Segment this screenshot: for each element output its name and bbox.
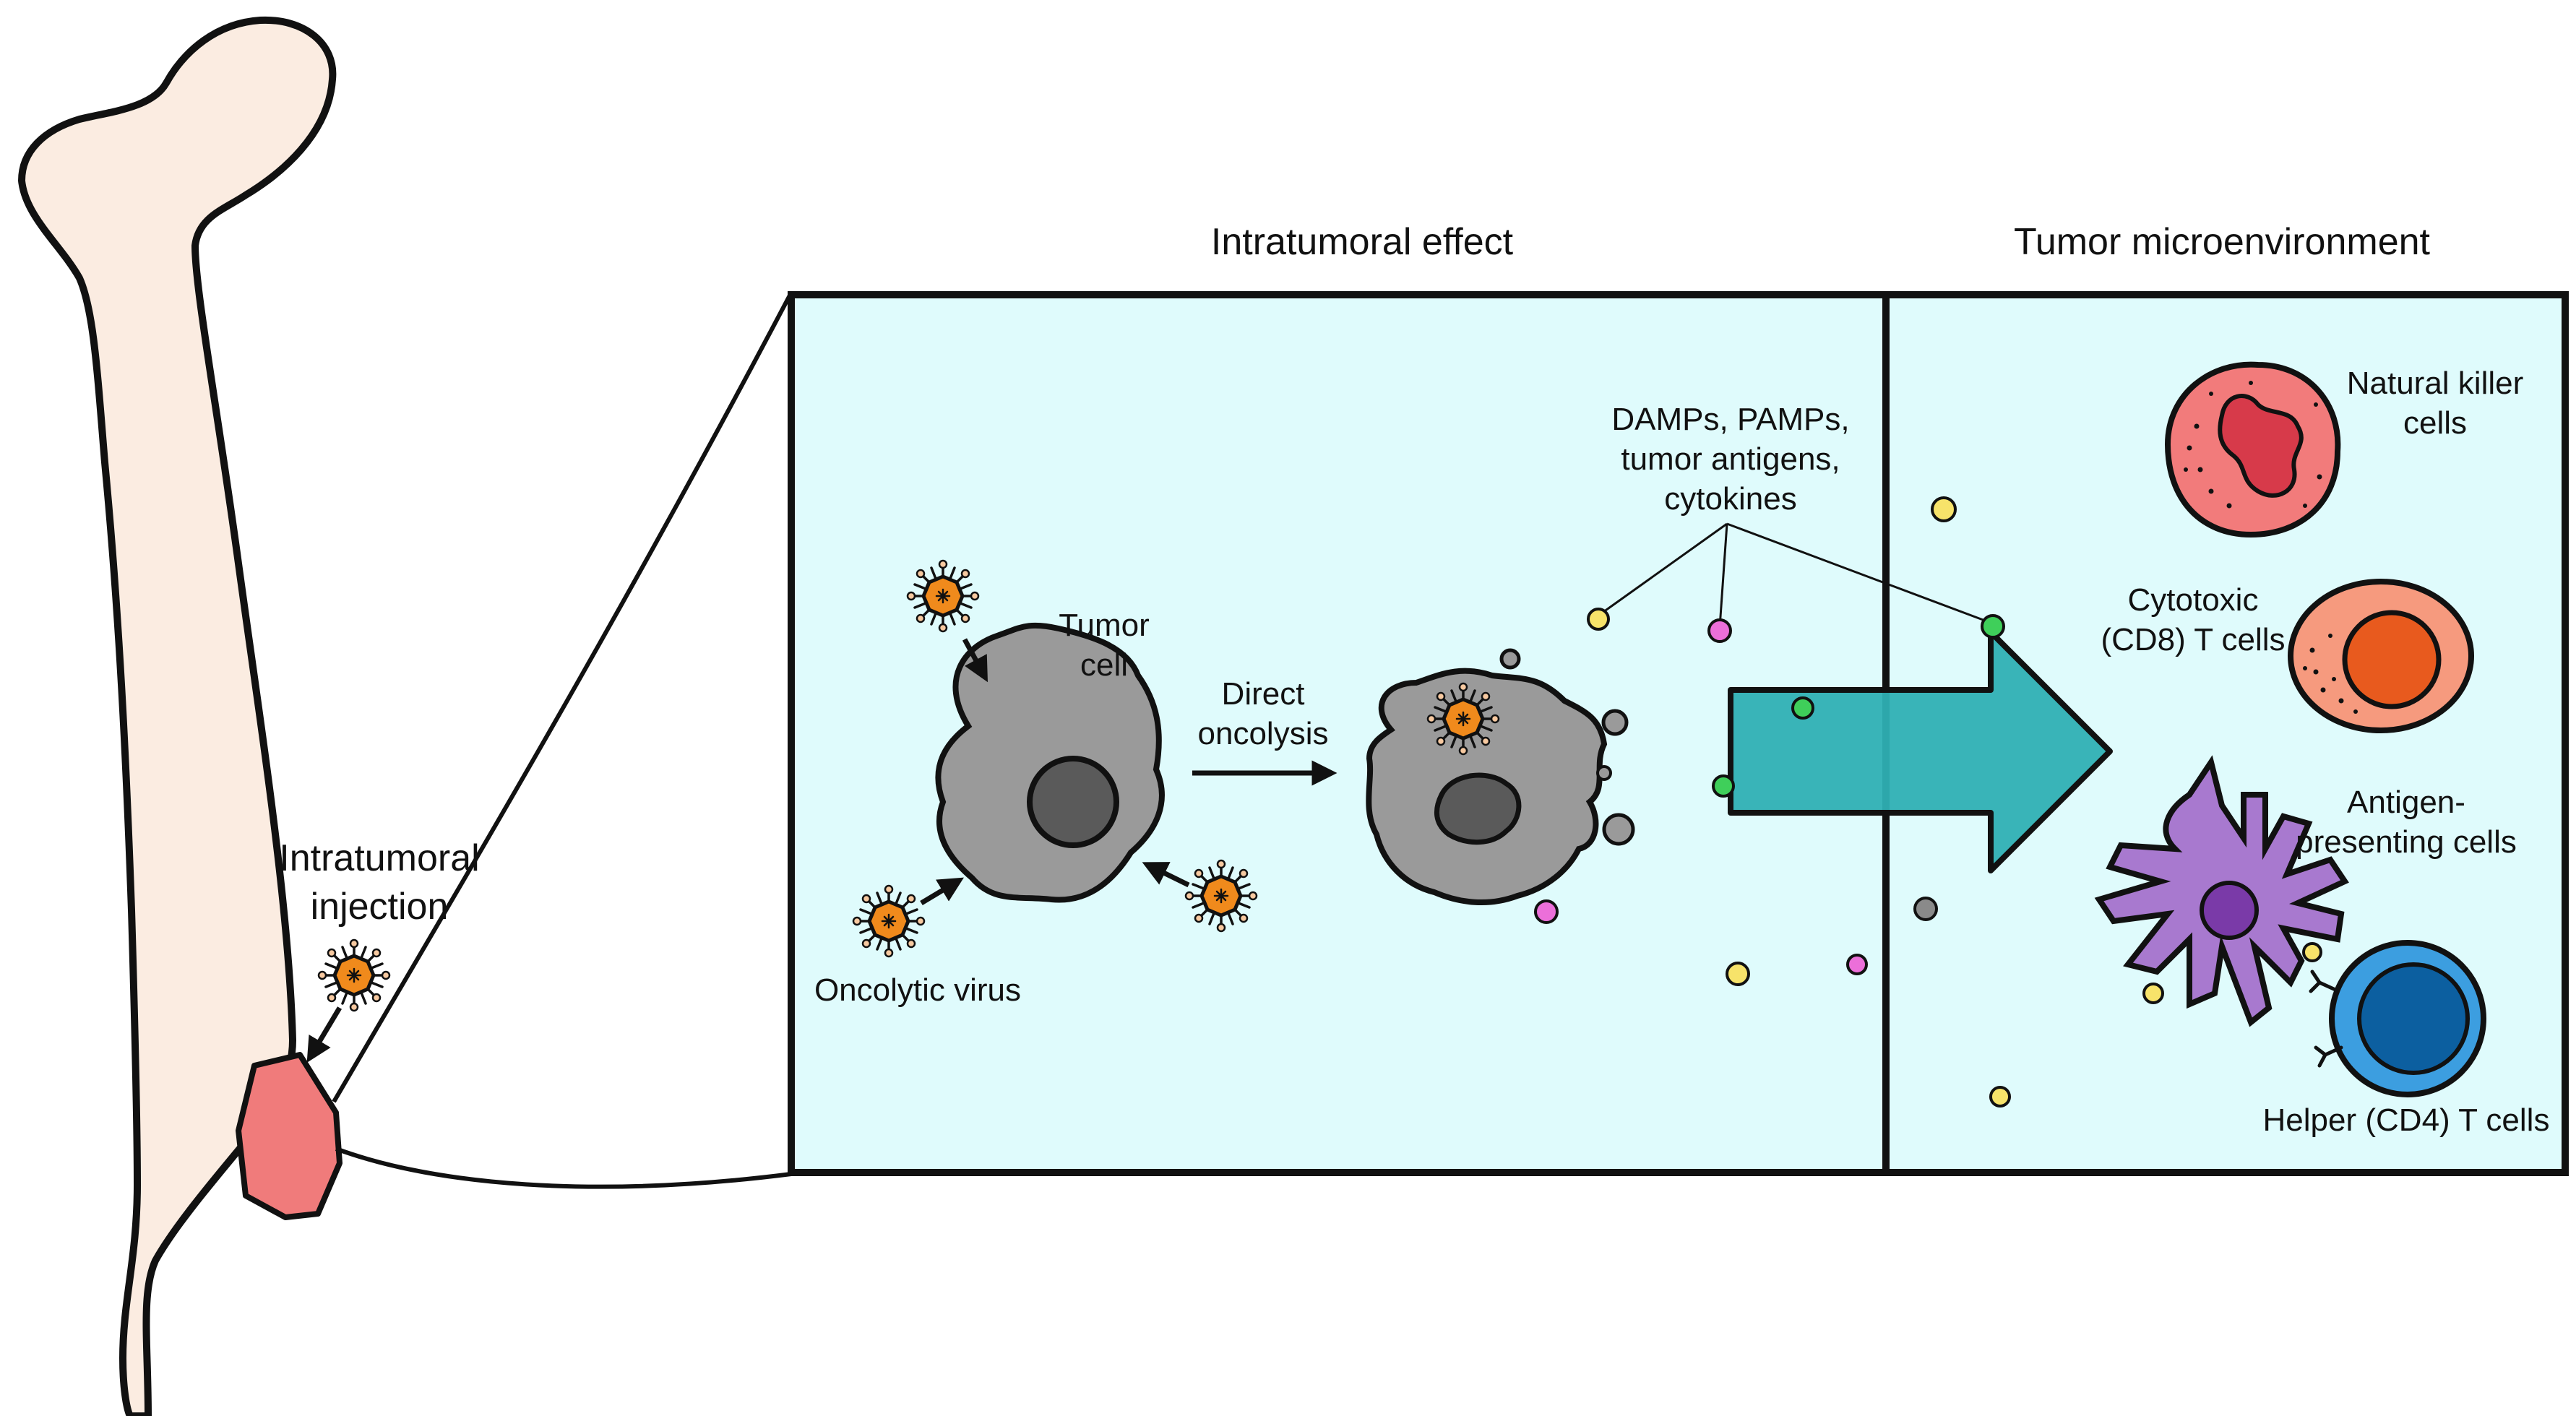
nk-cell <box>2164 361 2341 538</box>
particle-magenta <box>1534 899 1559 924</box>
femur-bone: Intratumoral injection <box>18 16 793 1416</box>
cd8-cell-nucleus <box>2342 610 2442 709</box>
released-factors-label-line3: cytokines <box>1664 481 1796 517</box>
virus-icon-in-lysing-cell <box>1428 683 1499 754</box>
zoom-line-top <box>332 291 793 1103</box>
direct-oncolysis-label-line2: oncolysis <box>1198 716 1329 751</box>
apc-label-line2: presenting cells <box>2296 824 2517 860</box>
nk-label-line2: cells <box>2403 405 2467 441</box>
cd4-receptors <box>2309 970 2343 1068</box>
released-factors-label-line2: tumor antigens, <box>1621 441 1840 477</box>
particle-yellow <box>2302 942 2322 962</box>
particle-yellow <box>1931 496 1957 522</box>
cd8-t-cell <box>2288 579 2474 733</box>
virus-arrow-top <box>962 638 988 683</box>
debris-fragment <box>1499 648 1521 670</box>
cd4-t-cell <box>2309 940 2486 1097</box>
released-factors-label-line1: DAMPs, PAMPs, <box>1611 402 1849 437</box>
lysing-cell-nucleus <box>1434 772 1522 845</box>
apc-nucleus <box>2200 881 2259 940</box>
virus-arrow-right <box>1142 862 1190 888</box>
lysing-tumor-cell <box>1366 648 1635 906</box>
header-intratumoral-effect: Intratumoral effect <box>1211 221 1514 263</box>
injection-label-line2: injection <box>311 886 449 928</box>
tumor-cell-label-line2: cell <box>1080 647 1128 683</box>
particle-gray <box>1913 897 1938 921</box>
nk-cell-nucleus <box>2218 394 2304 498</box>
virus-icon-right <box>1186 860 1257 931</box>
cd4-label: Helper (CD4) T cells <box>2263 1102 2550 1138</box>
bone-tumor <box>236 1052 343 1220</box>
released-particles <box>1534 496 2011 1108</box>
tumor-cell <box>935 622 1165 903</box>
debris-fragment <box>1602 813 1635 846</box>
particle-yellow <box>2142 983 2164 1004</box>
particle-yellow <box>1587 608 1610 631</box>
particle-yellow <box>1726 962 1750 986</box>
migration-arrow <box>1728 629 2113 873</box>
oncolytic-virus-label: Oncolytic virus <box>814 972 1021 1008</box>
direct-oncolysis-label-line1: Direct <box>1222 676 1305 712</box>
virus-icon-bottom-left <box>853 886 924 957</box>
cd8-label-line1: Cytotoxic <box>2128 582 2259 618</box>
particle-green <box>1981 614 2005 639</box>
apc-label-line1: Antigen- <box>2347 785 2465 820</box>
nk-label-line1: Natural killer <box>2347 366 2524 401</box>
virus-arrow-bottom-left <box>920 877 965 906</box>
injection-arrow <box>306 1006 343 1063</box>
debris-fragment <box>1601 709 1629 736</box>
cd4-cell-nucleus <box>2357 962 2470 1075</box>
injection-label-line1: Intratumoral <box>279 837 479 879</box>
antigen-presenting-cell <box>2094 755 2349 1027</box>
debris-fragment <box>1596 765 1612 781</box>
cd8-label-line2: (CD8) T cells <box>2101 622 2285 657</box>
particle-magenta <box>1846 954 1868 975</box>
nk-cell-granules <box>2184 381 2322 509</box>
microenvironment-particles <box>2142 942 2322 1004</box>
factor-pointer-lines <box>1598 522 1991 628</box>
particle-yellow <box>1989 1086 2011 1108</box>
tumor-cell-label-line1: Tumor <box>1059 608 1150 643</box>
cd8-cell-granules <box>2303 634 2358 714</box>
virus-icon-top <box>908 561 978 631</box>
particle-magenta <box>1707 618 1732 643</box>
tumor-cell-nucleus <box>1027 756 1119 848</box>
header-tumor-microenvironment: Tumor microenvironment <box>2014 221 2431 263</box>
bone-virus-icon <box>319 940 389 1011</box>
particle-green <box>1712 774 1735 798</box>
zoom-line-bottom <box>335 1147 792 1189</box>
particle-green <box>1791 696 1814 720</box>
